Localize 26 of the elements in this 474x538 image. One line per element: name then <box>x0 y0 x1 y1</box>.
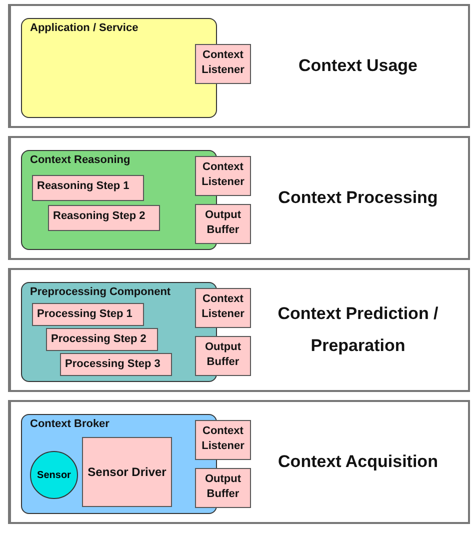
layer-panel <box>8 268 470 392</box>
step-card: Reasoning Step 2 <box>48 205 160 231</box>
buffer-box: Context Listener <box>195 420 251 460</box>
step-card: Processing Step 1 <box>32 303 144 326</box>
layer-label: Context Prediction / Preparation <box>276 303 440 357</box>
step-card: Processing Step 2 <box>46 328 158 351</box>
step-card: Reasoning Step 1 <box>32 175 144 201</box>
layer-panel <box>8 136 470 260</box>
component-title: Application / Service <box>30 22 138 34</box>
step-card: Processing Step 3 <box>60 353 172 376</box>
buffer-box: Context Listener <box>195 156 251 196</box>
buffer-box: Output Buffer <box>195 336 251 376</box>
buffer-box: Context Listener <box>195 288 251 328</box>
layer-label: Context Usage <box>297 55 419 77</box>
buffer-box: Output Buffer <box>195 468 251 508</box>
layer-panel <box>8 400 470 524</box>
driver-box: Sensor Driver <box>82 437 172 507</box>
buffer-box: Context Listener <box>195 44 251 84</box>
layer-label: Context Acquisition <box>277 451 439 473</box>
component-title: Context Reasoning <box>30 154 130 166</box>
component-title: Preprocessing Component <box>30 286 171 298</box>
sensor-circle: Sensor <box>30 451 78 499</box>
layer-label: Context Processing <box>277 187 439 209</box>
layer-panel <box>8 4 470 128</box>
component-title: Context Broker <box>30 418 110 430</box>
buffer-box: Output Buffer <box>195 204 251 244</box>
